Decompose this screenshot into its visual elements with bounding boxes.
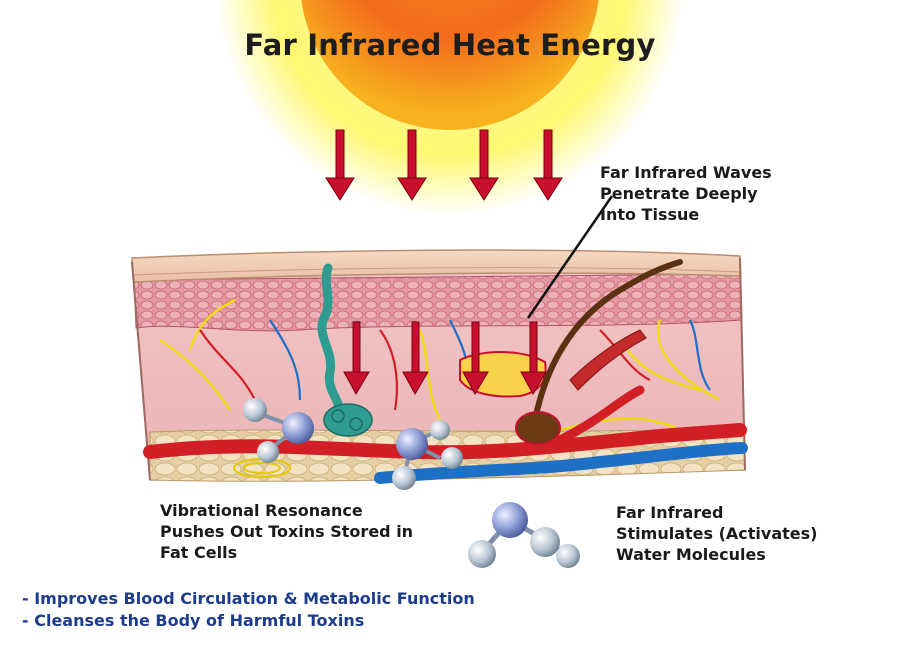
water-molecule-icon <box>392 420 463 490</box>
nerve-network <box>159 299 721 432</box>
down-arrow-icon <box>397 129 427 201</box>
water-molecule-icon <box>468 502 580 568</box>
callout-waves: Far Infrared Waves Penetrate Deeply Into… <box>600 163 772 224</box>
down-arrow-icon <box>325 129 355 201</box>
benefits-list: - Improves Blood Circulation & Metabolic… <box>22 588 642 632</box>
infrared-arrows-inner <box>343 321 547 396</box>
callout-resonance: Vibrational Resonance Pushes Out Toxins … <box>160 501 414 562</box>
infrared-arrows-top <box>325 129 563 201</box>
sebaceous-gland <box>459 351 547 398</box>
down-arrow-icon <box>402 321 429 396</box>
down-arrow-icon <box>533 129 563 201</box>
benefit-item: - Improves Blood Circulation & Metabolic… <box>22 589 475 608</box>
benefit-item: - Cleanses the Body of Harmful Toxins <box>22 611 365 630</box>
arrector-muscle <box>569 329 647 391</box>
page-title: Far Infrared Heat Energy <box>244 28 656 62</box>
down-arrow-icon <box>343 321 370 396</box>
callout-water: Far Infrared Stimulates (Activates) Wate… <box>616 503 818 564</box>
down-arrow-icon <box>469 129 499 201</box>
hair-follicle-icon <box>515 259 683 445</box>
sun-icon <box>215 0 685 215</box>
callout-pointer <box>526 195 614 319</box>
water-molecule-icon <box>243 398 314 463</box>
down-arrow-icon <box>520 321 547 396</box>
down-arrow-icon <box>462 321 489 396</box>
sweat-gland-icon <box>317 263 373 437</box>
